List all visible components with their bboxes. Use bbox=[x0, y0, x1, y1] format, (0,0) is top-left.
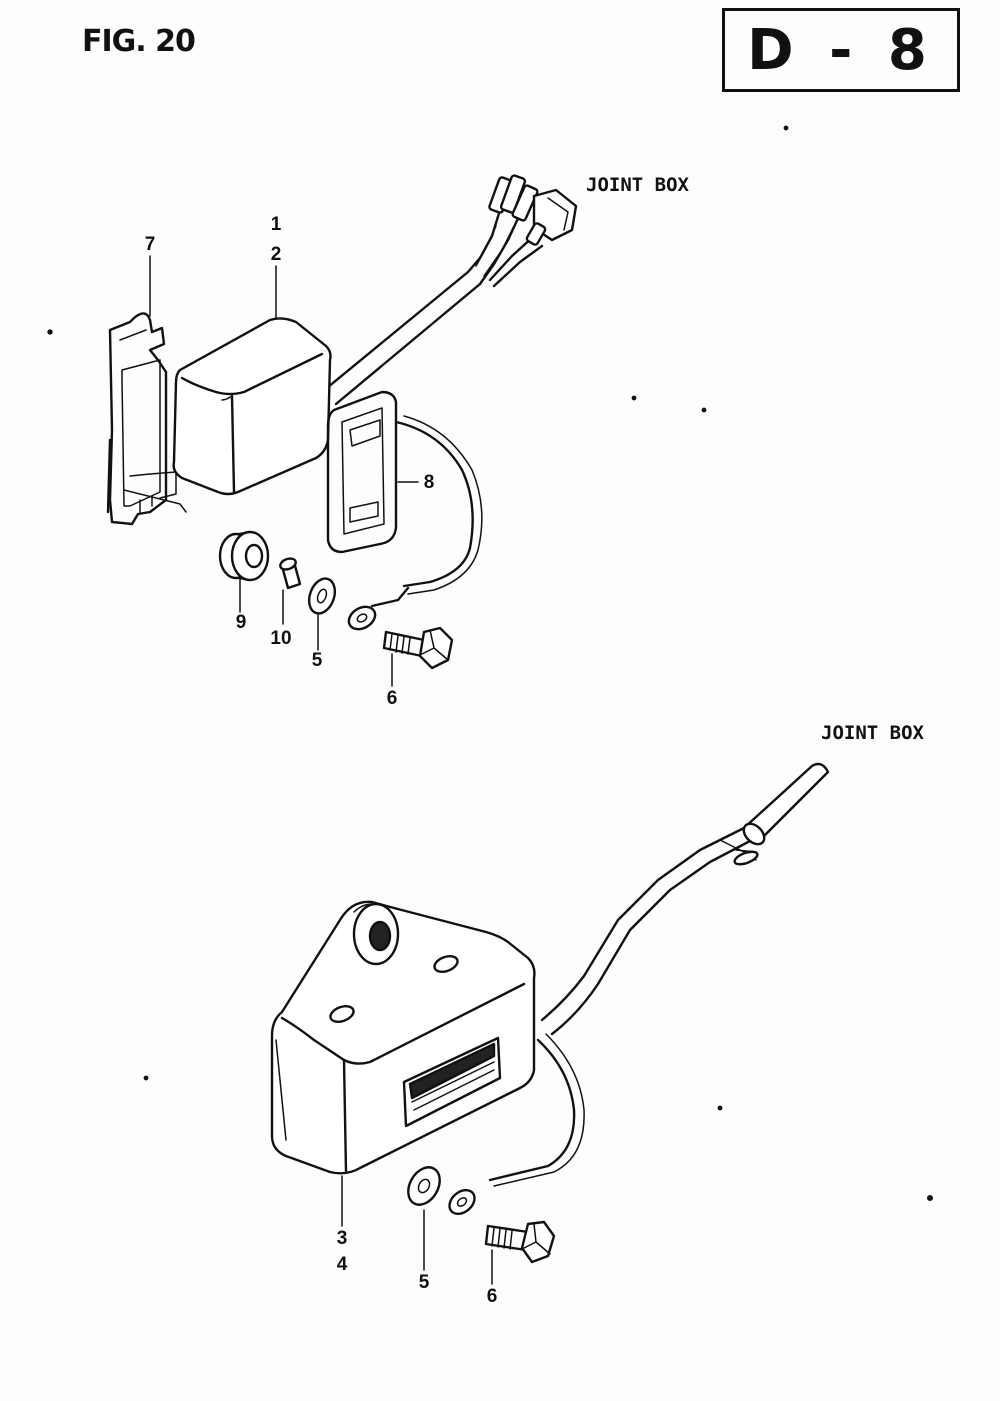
lower-washer-icon bbox=[407, 1166, 441, 1206]
callout-part-4: 4 bbox=[336, 1254, 348, 1275]
upper-leader-lines bbox=[149, 255, 419, 687]
scan-specks bbox=[47, 125, 934, 1201]
callout-part-5-upper: 5 bbox=[311, 650, 323, 671]
figure-title: FIG. 20 bbox=[82, 24, 196, 59]
wire-harness-icon bbox=[320, 208, 544, 406]
upper-assembly-drawing bbox=[106, 174, 578, 687]
callout-part-6-lower: 6 bbox=[486, 1286, 498, 1307]
lower-bolt-icon bbox=[484, 1220, 556, 1264]
callout-part-1: 1 bbox=[270, 214, 282, 235]
callout-part-2: 2 bbox=[270, 244, 282, 265]
collar-icon bbox=[279, 557, 302, 590]
callout-part-10: 10 bbox=[270, 628, 292, 649]
callout-part-5-lower: 5 bbox=[418, 1272, 430, 1293]
lower-ground-lead-icon bbox=[448, 1033, 585, 1216]
bracket-icon bbox=[106, 312, 187, 526]
page-code-box: D - 8 bbox=[722, 8, 960, 92]
lower-leader-lines bbox=[341, 1175, 493, 1285]
upper-joint-box-label: JOINT BOX bbox=[586, 174, 689, 196]
lower-cdi-unit-icon bbox=[270, 900, 536, 1175]
callout-part-3: 3 bbox=[336, 1228, 348, 1249]
grommet-icon bbox=[218, 530, 270, 582]
washer-icon bbox=[307, 577, 337, 615]
band-icon bbox=[326, 390, 398, 554]
callout-part-8: 8 bbox=[423, 472, 435, 493]
callout-part-7: 7 bbox=[144, 234, 156, 255]
callout-part-9: 9 bbox=[235, 612, 247, 633]
lower-assembly-drawing bbox=[270, 762, 830, 1285]
connector-icon bbox=[488, 174, 578, 246]
callout-part-6-upper: 6 bbox=[386, 688, 398, 709]
page-code: D - 8 bbox=[747, 17, 935, 83]
cdi-unit-icon bbox=[172, 317, 332, 496]
lower-joint-box-label: JOINT BOX bbox=[821, 722, 924, 744]
bolt-icon bbox=[382, 626, 454, 670]
lower-wire-harness-icon bbox=[540, 762, 830, 1036]
ground-lead-icon bbox=[347, 415, 483, 631]
